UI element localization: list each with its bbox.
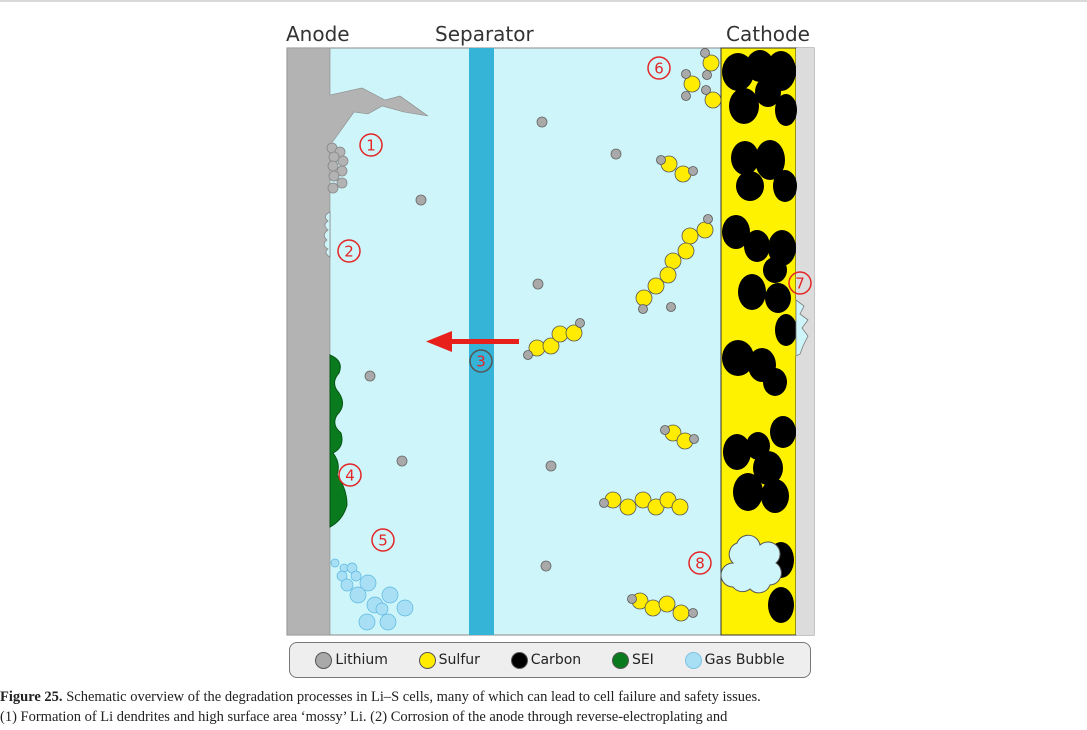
figure-caption: Figure 25. Schematic overview of the deg… xyxy=(0,687,1087,727)
shuttle-arrow xyxy=(426,331,519,352)
legend-item-sulfur: Sulfur xyxy=(418,651,480,669)
gas-bubbles-anode xyxy=(330,558,414,631)
sei-dot-icon xyxy=(611,651,629,669)
marker-1-text: 1 xyxy=(366,137,376,155)
marker-4: 4 xyxy=(338,463,362,487)
marker-6-text: 6 xyxy=(654,60,664,78)
carbon-dot-icon xyxy=(510,651,528,669)
marker-3: 3 xyxy=(469,349,493,373)
legend-item-lithium: Lithium xyxy=(315,651,388,669)
marker-5: 5 xyxy=(371,528,395,552)
caption-line-1: Figure 25. Schematic overview of the deg… xyxy=(0,687,1087,707)
legend-label-gas-bubble: Gas Bubble xyxy=(704,652,785,668)
polysulfide-chains xyxy=(523,48,722,622)
gas-bubble-cathode xyxy=(720,534,782,594)
anode-header: Anode xyxy=(286,22,350,46)
separator-header: Separator xyxy=(435,22,534,46)
marker-6: 6 xyxy=(647,56,671,80)
legend-label-lithium: Lithium xyxy=(335,652,388,668)
legend-item-sei: SEI xyxy=(611,651,654,669)
marker-1: 1 xyxy=(359,133,383,157)
marker-3-text: 3 xyxy=(476,353,486,371)
anode-corrosion-pits xyxy=(323,211,331,258)
marker-4-text: 4 xyxy=(345,467,355,485)
marker-8: 8 xyxy=(688,551,712,575)
marker-7: 7 xyxy=(788,271,812,295)
lithium-ions xyxy=(364,116,622,572)
marker-8-text: 8 xyxy=(695,555,705,573)
caption-figure-label: Figure 25. xyxy=(0,689,63,705)
marker-2-text: 2 xyxy=(344,243,354,261)
marker-5-text: 5 xyxy=(378,532,388,550)
carbon-particles xyxy=(722,50,797,623)
sei-layer xyxy=(329,354,348,528)
li-s-cell-diagram: 1 2 3 4 5 6 7 8 xyxy=(286,47,815,636)
caption-line-2: (1) Formation of Li dendrites and high s… xyxy=(0,709,728,725)
cathode-header: Cathode xyxy=(726,22,810,46)
legend-label-sulfur: Sulfur xyxy=(438,652,480,668)
lithium-dot-icon xyxy=(315,651,333,669)
gas-bubble-dot-icon xyxy=(684,651,702,669)
top-divider xyxy=(0,0,1087,2)
marker-2: 2 xyxy=(337,239,361,263)
marker-7-text: 7 xyxy=(795,275,805,293)
sulfur-dot-icon xyxy=(418,651,436,669)
caption-text-1: Schematic overview of the degradation pr… xyxy=(66,689,761,705)
legend: Lithium Sulfur Carbon SEI Gas Bubble xyxy=(289,642,811,678)
mossy-lithium xyxy=(326,142,349,194)
legend-item-carbon: Carbon xyxy=(510,651,582,669)
legend-label-sei: SEI xyxy=(631,652,654,668)
legend-item-gas-bubble: Gas Bubble xyxy=(684,651,785,669)
cathode-collector-corrosion xyxy=(795,299,809,357)
legend-label-carbon: Carbon xyxy=(530,652,582,668)
